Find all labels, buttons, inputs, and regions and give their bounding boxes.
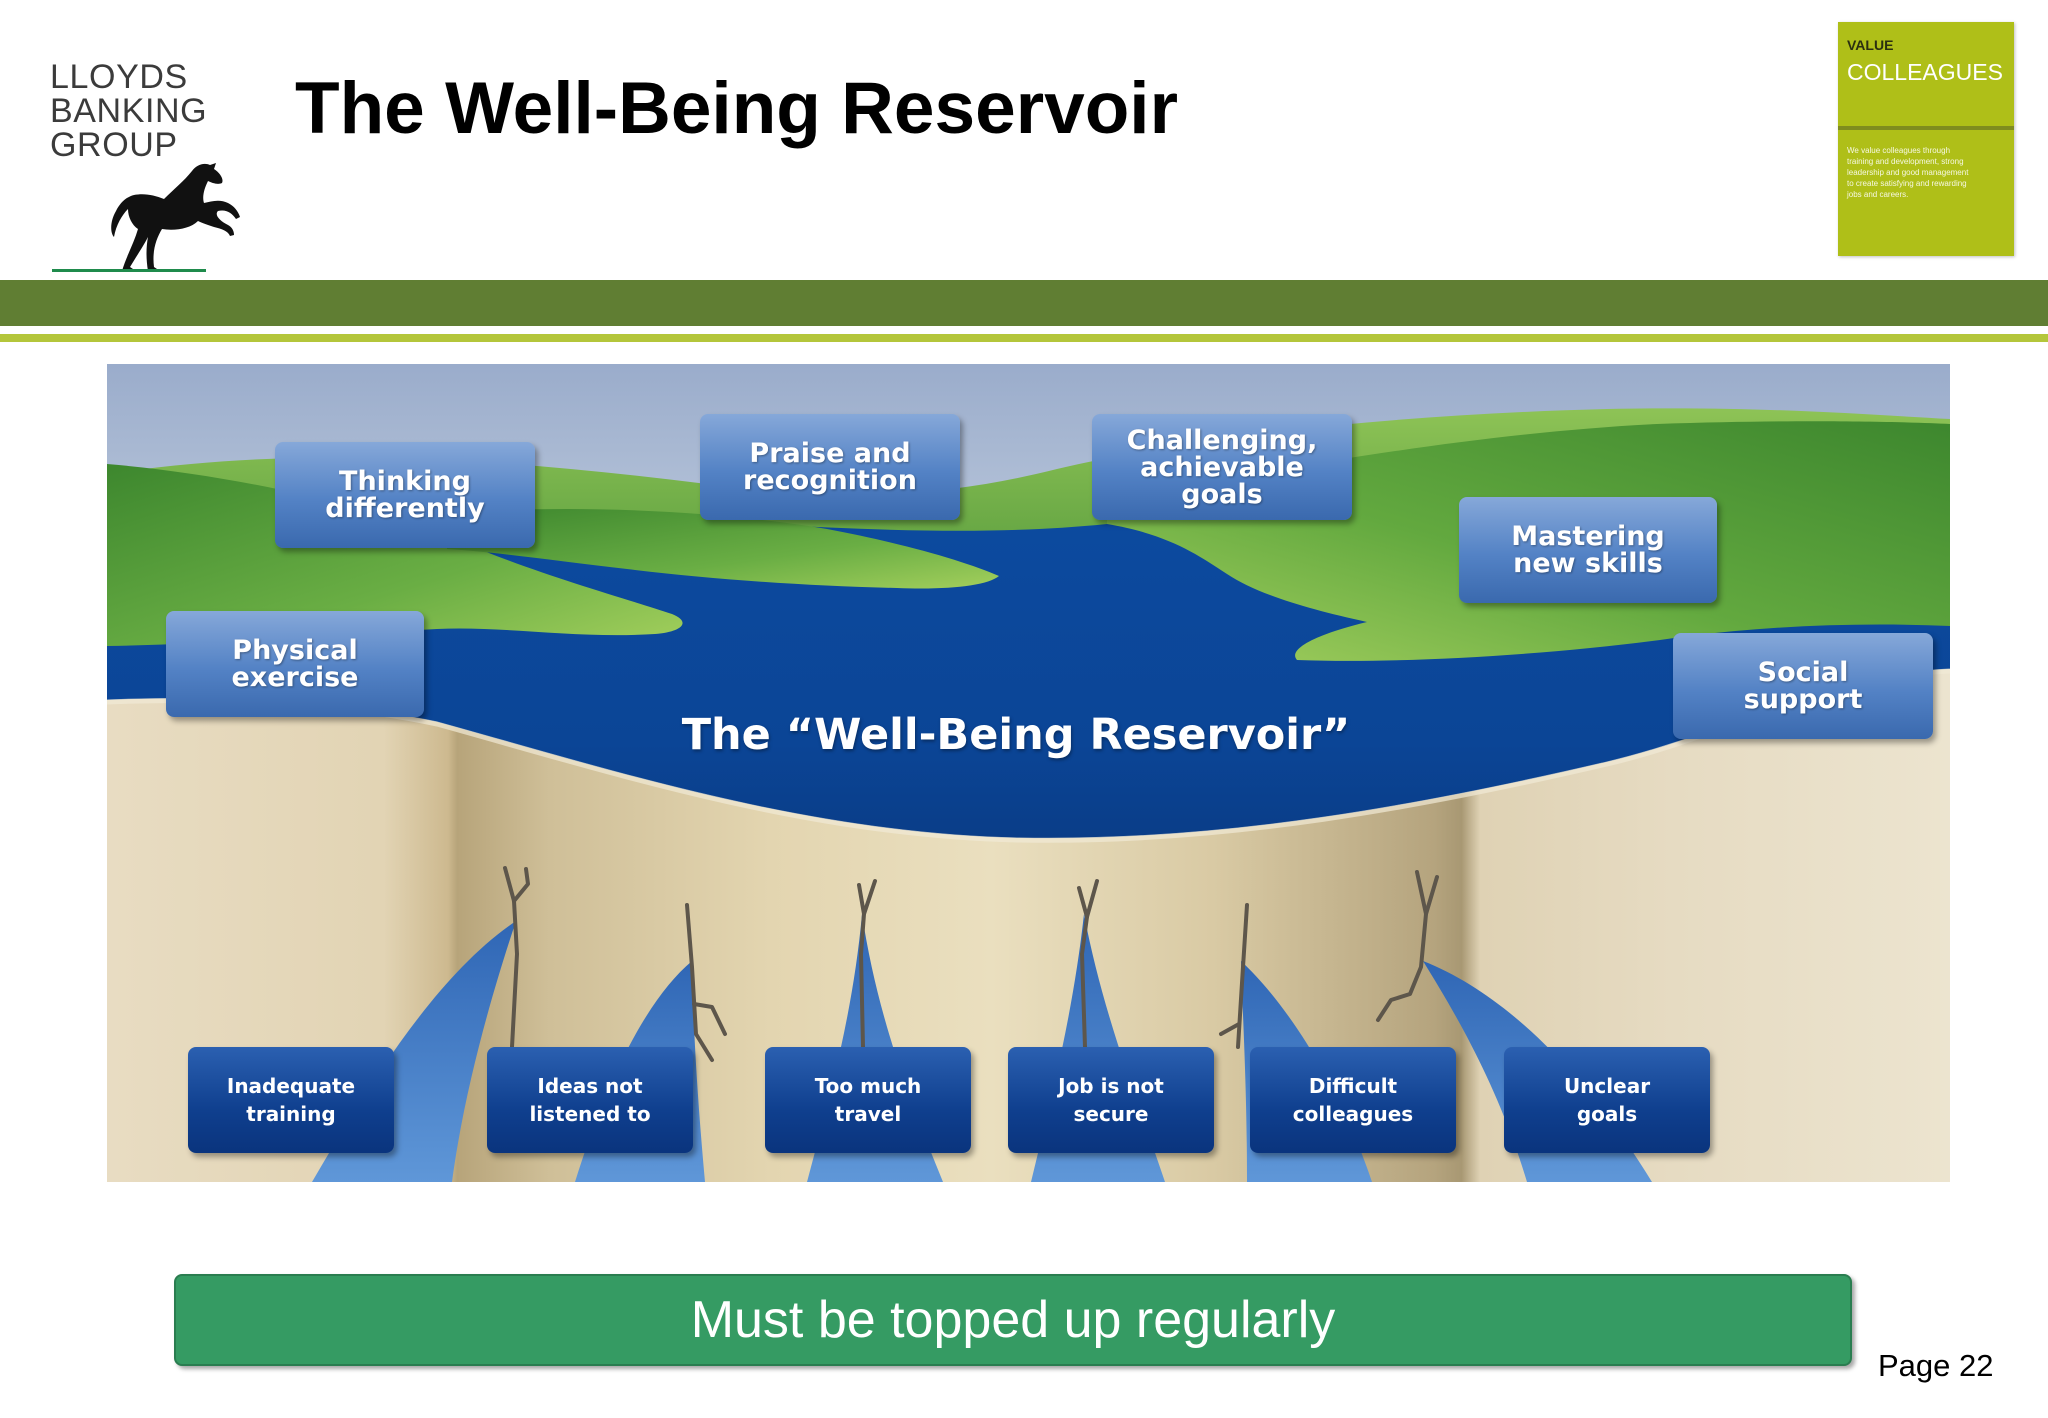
- filler-thinking-differently: Thinking differently: [275, 442, 535, 548]
- middle-peninsula: [447, 509, 999, 589]
- lloyds-logo-wordmark: LLOYDS BANKING GROUP: [50, 60, 207, 162]
- drain-label: Inadequate training: [226, 1074, 356, 1126]
- topped-up-banner: Must be topped up regularly: [174, 1274, 1852, 1366]
- drain-too-much-travel: Too much travel: [765, 1047, 971, 1153]
- dam-crack: [1424, 875, 1439, 916]
- horse-icon: [111, 163, 240, 271]
- drain-label: Difficult colleagues: [1292, 1074, 1414, 1126]
- dam-crack: [857, 883, 866, 1049]
- drain-unclear-goals: Unclear goals: [1504, 1047, 1710, 1153]
- dam-crack: [1219, 1022, 1241, 1036]
- filler-label: Mastering new skills: [1511, 521, 1665, 579]
- logo-line-3: GROUP: [50, 126, 178, 164]
- drain-label: Ideas not listened to: [529, 1074, 651, 1126]
- header-band: [0, 280, 2048, 326]
- dam-crack: [685, 903, 714, 1062]
- filler-label: Physical exercise: [231, 635, 359, 693]
- drain-label: Job is not secure: [1058, 1074, 1164, 1126]
- horse-silhouette: [111, 163, 240, 271]
- filler-label: Thinking differently: [325, 466, 485, 524]
- value-card-divider: [1838, 126, 2014, 130]
- page-number: Page 22: [1878, 1348, 1994, 1383]
- filler-label: Social support: [1743, 657, 1863, 715]
- left-peninsula: [107, 464, 683, 646]
- value-colleagues-card: VALUE COLLEAGUES We value colleagues thr…: [1838, 22, 2014, 256]
- filler-mastering-new-skills: Mastering new skills: [1459, 497, 1717, 603]
- dam-crack: [503, 866, 519, 1049]
- drain-inadequate-training: Inadequate training: [188, 1047, 394, 1153]
- dam-crack: [512, 867, 530, 903]
- drain-ideas-not-listened-to: Ideas not listened to: [487, 1047, 693, 1153]
- filler-label: Challenging, achievable goals: [1126, 424, 1318, 510]
- dam-crack: [1376, 870, 1428, 1022]
- well-being-reservoir-diagram: Thinking differently Praise and recognit…: [107, 364, 1950, 1182]
- logo-line-1: LLOYDS: [50, 58, 188, 96]
- dam-crack: [692, 1002, 727, 1036]
- filler-social-support: Social support: [1673, 633, 1933, 739]
- value-card-label: VALUE: [1847, 37, 1894, 53]
- dam-crack: [1077, 886, 1089, 1049]
- reservoir-label: The “Well-Being Reservoir”: [681, 710, 1351, 760]
- logo-underline: [52, 269, 206, 272]
- dam-crack: [1085, 879, 1099, 919]
- filler-praise-and-recognition: Praise and recognition: [700, 414, 960, 520]
- dam-crack: [1236, 903, 1249, 1049]
- slide-title: The Well-Being Reservoir: [295, 68, 1178, 149]
- drain-difficult-colleagues: Difficult colleagues: [1250, 1047, 1456, 1153]
- header-accent-line: [0, 334, 2048, 342]
- filler-label: Praise and recognition: [743, 438, 917, 496]
- logo-line-2: BANKING: [50, 92, 208, 130]
- filler-challenging-goals: Challenging, achievable goals: [1092, 414, 1352, 520]
- value-card-body: We value colleagues through training and…: [1847, 146, 1969, 199]
- value-card-heading: COLLEAGUES: [1847, 59, 2003, 85]
- drain-label: Unclear goals: [1563, 1074, 1651, 1126]
- drain-job-not-secure: Job is not secure: [1008, 1047, 1214, 1153]
- dam-cracks: [503, 866, 1439, 1062]
- drain-label: Too much travel: [814, 1074, 922, 1126]
- filler-physical-exercise: Physical exercise: [166, 611, 424, 717]
- dam-crack: [862, 879, 877, 916]
